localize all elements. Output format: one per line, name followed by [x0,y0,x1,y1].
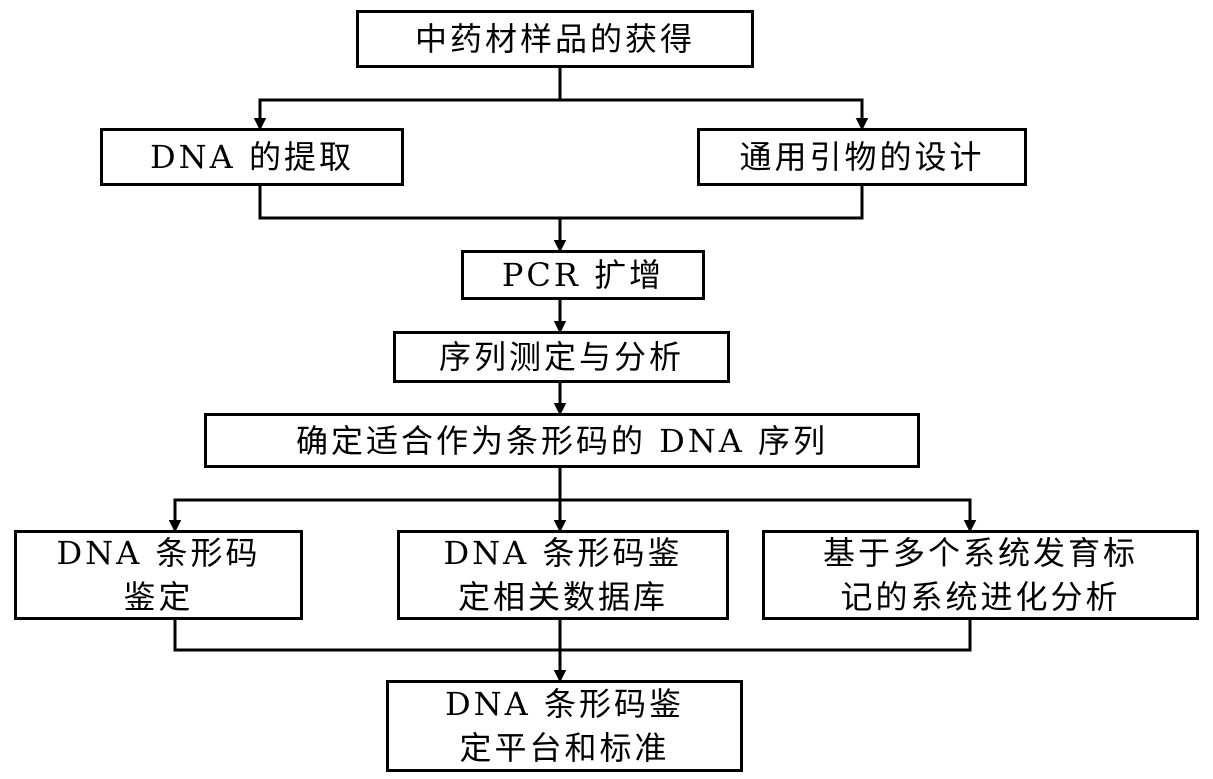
node-phylo-line1: 基于多个系统发育标 [822,534,1138,572]
node-platform-line1: DNA 条形码鉴 [445,685,684,723]
node-pcr-label: PCR 扩增 [501,256,665,294]
node-sample-label: 中药材样品的获得 [414,20,695,58]
node-platform-line2: 定平台和标准 [459,729,670,767]
node-phylo-line2: 记的系统进化分析 [840,578,1121,616]
node-barcode-select-label: 确定适合作为条形码的 DNA 序列 [295,421,829,460]
node-database-line2: 定相关数据库 [457,578,668,616]
connector-sample-right [560,98,869,131]
node-database-line1: DNA 条形码鉴 [443,534,683,572]
node-sequencing-label: 序列测定与分析 [438,338,684,376]
connector-branch [168,468,562,533]
connector-dna-extract [258,186,864,220]
connector-branch-right [560,498,977,533]
node-sample: 中药材样品的获得 [356,10,754,68]
node-barcode-identify: DNA 条形码 鉴定 [14,530,303,620]
node-sequencing: 序列测定与分析 [393,331,730,383]
node-platform: DNA 条形码鉴 定平台和标准 [386,680,743,772]
node-database: DNA 条形码鉴 定相关数据库 [397,530,729,620]
node-dna-extract: DNA 的提取 [100,128,404,186]
connector-merge [173,620,972,652]
node-barcode-identify-line2: 鉴定 [123,578,194,616]
node-primer-design: 通用引物的设计 [697,128,1027,186]
node-dna-extract-label: DNA 的提取 [150,138,354,176]
node-barcode-select: 确定适合作为条形码的 DNA 序列 [204,413,920,468]
node-pcr: PCR 扩增 [461,250,705,300]
node-phylo: 基于多个系统发育标 记的系统进化分析 [762,530,1199,620]
node-primer-design-label: 通用引物的设计 [739,138,985,176]
node-barcode-identify-line1: DNA 条形码 [56,534,261,572]
connector-sample [253,68,562,131]
